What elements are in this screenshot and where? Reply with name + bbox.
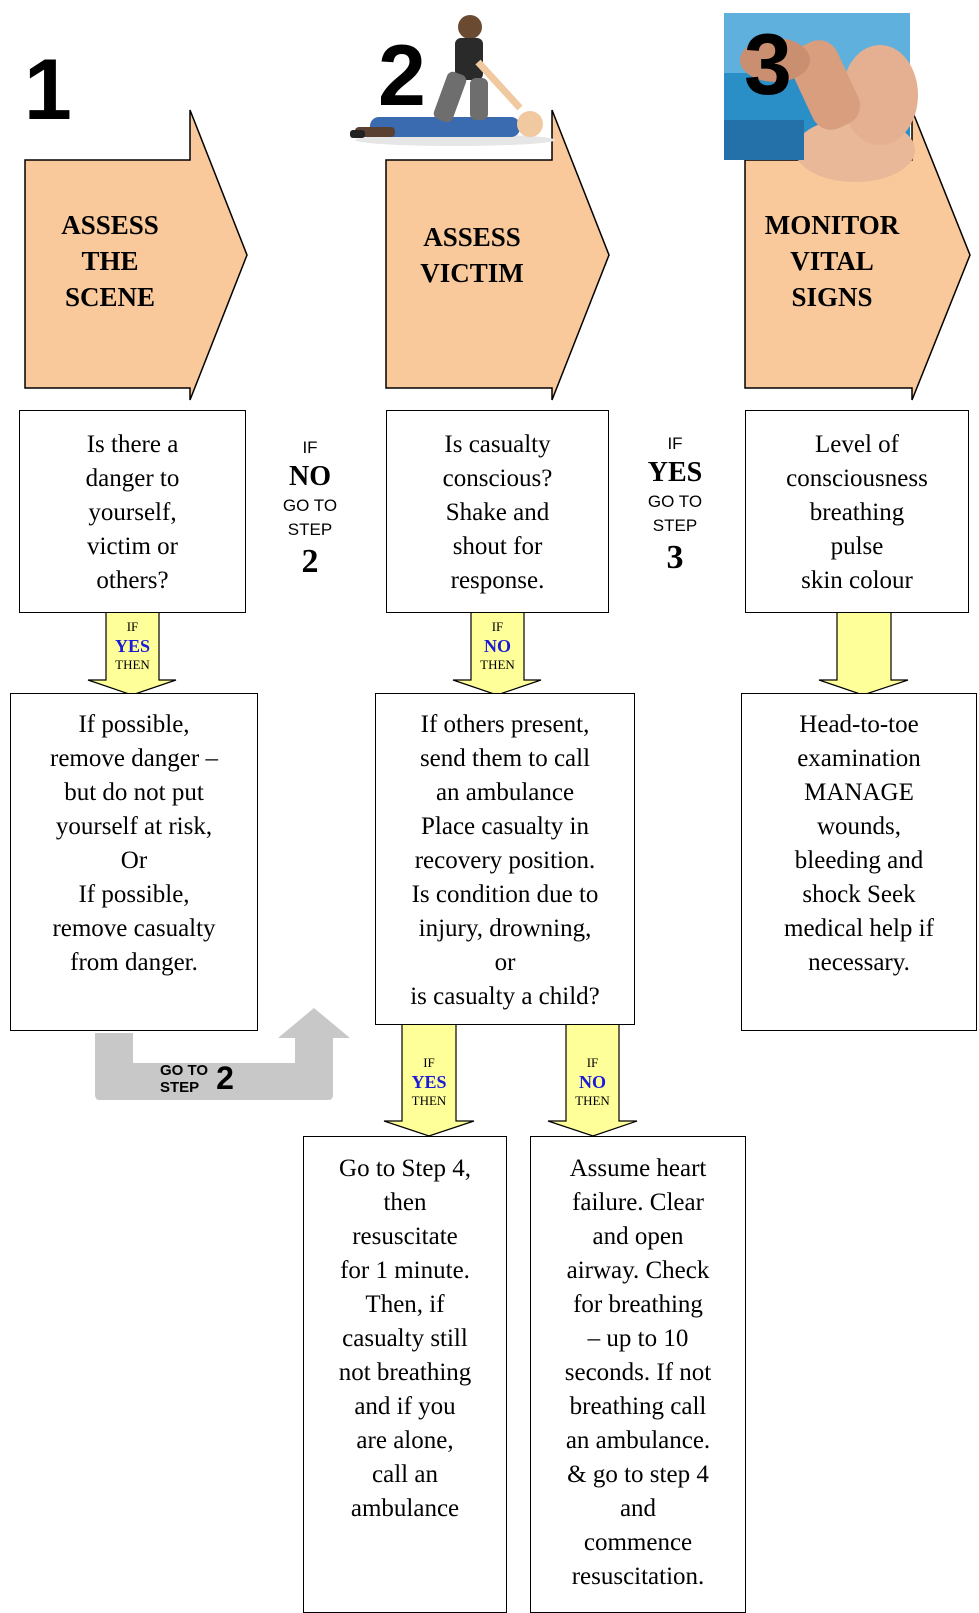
return-step: STEP (160, 1078, 200, 1096)
connector-no-to-step2: IF NO GO TO STEP 2 (282, 438, 338, 580)
pulse-check-photo (724, 13, 918, 182)
step3-number: 3 (744, 17, 792, 113)
return-go-to: GO TO (160, 1061, 209, 1079)
return-step-number: 2 (216, 1060, 234, 1096)
step2-arrow (385, 109, 610, 401)
step1-number: 1 (24, 42, 72, 138)
down-arrow-step1 (87, 611, 177, 696)
step2-number: 2 (378, 28, 426, 124)
yes-branch-label: IF YES THEN (411, 1055, 447, 1108)
cpr-rescuer-illustration (350, 8, 555, 156)
down-arrow-step3 (818, 611, 909, 696)
connector-yes-to-step3: IF YES GO TO STEP 3 (647, 434, 703, 576)
step2-branch-label: IF NO THEN (480, 619, 515, 672)
down-arrow-step2 (452, 611, 542, 696)
step1-branch-label: IF YES THEN (114, 619, 150, 672)
down-arrow-yes-branch (383, 1023, 475, 1137)
return-arrow-label: GO TO STEP 2 (160, 1060, 234, 1097)
down-arrow-no-branch (547, 1023, 638, 1137)
no-branch-label: IF NO THEN (575, 1055, 610, 1108)
return-arrow (95, 1008, 350, 1100)
step1-arrow (24, 109, 248, 401)
step1-action-box: If possible,remove danger –but do not pu… (10, 693, 258, 1031)
